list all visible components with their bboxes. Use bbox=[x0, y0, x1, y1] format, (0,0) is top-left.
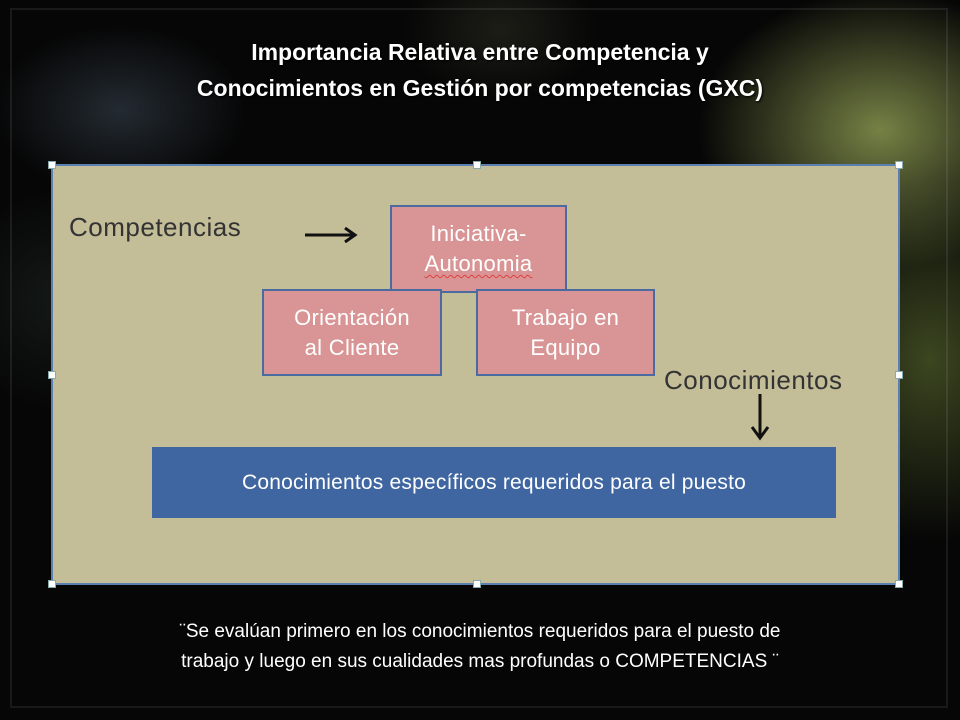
footer-line-2: trabajo y luego en sus cualidades mas pr… bbox=[181, 651, 779, 672]
resize-handle-bottom-center[interactable] bbox=[473, 580, 481, 588]
box-orientacion-cliente: Orientación al Cliente bbox=[262, 289, 442, 376]
box-conocimientos-especificos: Conocimientos específicos requeridos par… bbox=[152, 447, 836, 518]
diagram-image[interactable]: Competencias Iniciativa- Autonomia Orien… bbox=[48, 161, 903, 588]
arrow-down-icon bbox=[750, 394, 770, 441]
box-iniciativa-line-2: Autonomia bbox=[424, 251, 533, 276]
resize-handle-top-left[interactable] bbox=[48, 161, 56, 169]
slide-frame bbox=[10, 8, 948, 708]
footer-quote: ¨Se evalúan primero en los conocimientos… bbox=[60, 617, 900, 677]
box-trabajo-line-2: Equipo bbox=[530, 334, 601, 360]
title-line-1: Importancia Relativa entre Competencia y bbox=[251, 39, 709, 65]
box-iniciativa-line-1: Iniciativa- bbox=[430, 221, 527, 246]
resize-handle-top-right[interactable] bbox=[895, 161, 903, 169]
box-trabajo-line-1: Trabajo en bbox=[511, 304, 620, 330]
footer-line-1: ¨Se evalúan primero en los conocimientos… bbox=[179, 621, 781, 642]
box-trabajo-equipo: Trabajo en Equipo bbox=[476, 289, 655, 376]
label-conocimientos: Conocimientos bbox=[664, 365, 843, 395]
resize-handle-bottom-right[interactable] bbox=[895, 580, 903, 588]
resize-handle-bottom-left[interactable] bbox=[48, 580, 56, 588]
resize-handle-middle-right[interactable] bbox=[895, 371, 903, 379]
box-orientacion-line-1: Orientación bbox=[294, 304, 410, 330]
box-iniciativa-autonomia: Iniciativa- Autonomia bbox=[390, 205, 567, 293]
title-line-2: Conocimientos en Gestión por competencia… bbox=[196, 75, 764, 101]
arrow-right-icon bbox=[305, 227, 358, 243]
resize-handle-top-center[interactable] bbox=[473, 161, 481, 169]
label-competencias: Competencias bbox=[69, 212, 242, 242]
box-orientacion-line-2: al Cliente bbox=[304, 334, 400, 360]
resize-handle-middle-left[interactable] bbox=[48, 371, 56, 379]
slide-title: Importancia Relativa entre Competencia y… bbox=[60, 34, 900, 106]
